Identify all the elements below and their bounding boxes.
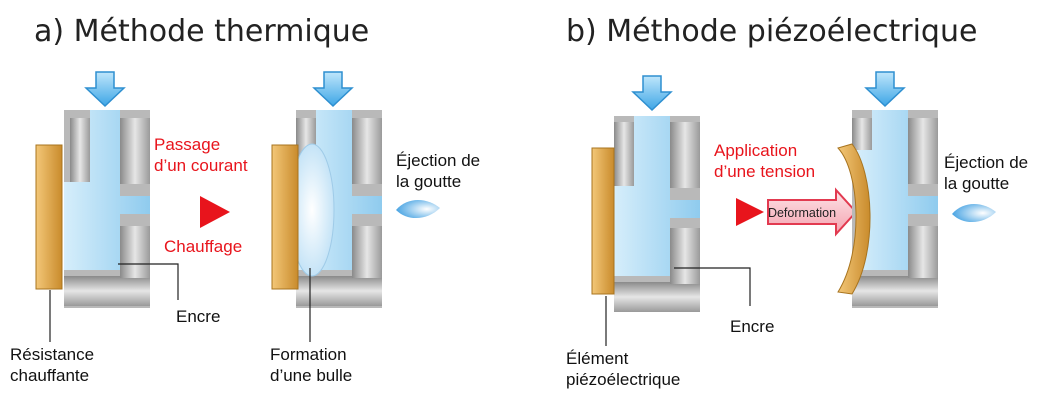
nozzle-b1 <box>591 75 700 312</box>
deformation-arrow: Deformation <box>767 187 858 237</box>
process-arrow-icon <box>200 196 230 228</box>
label-ejection-b: Éjection de la goutte <box>944 153 1029 193</box>
nozzle-a2 <box>271 71 440 308</box>
label-bubble-formation: Formation d’une bulle <box>270 345 353 385</box>
panel-a-title: a) Méthode thermique <box>34 14 370 49</box>
process-arrow-icon <box>736 198 764 226</box>
label-piezo-element: Élément piézoélectrique <box>566 349 681 389</box>
droplet-icon <box>396 200 440 219</box>
label-voltage-application: Application d’une tension <box>714 141 816 181</box>
label-current-passage: Passage d’un courant <box>154 135 248 175</box>
label-ink-b: Encre <box>730 317 775 336</box>
ink-supply-arrow-icon <box>312 71 354 108</box>
ink-supply-arrow-icon <box>84 71 126 108</box>
leader-lines-a <box>49 263 311 342</box>
droplet-icon <box>952 204 996 223</box>
ink-supply-arrow-icon <box>631 75 673 112</box>
panel-b-title: b) Méthode piézoélectrique <box>566 14 978 49</box>
nozzle-a1 <box>35 71 150 308</box>
leader-lines-b <box>605 267 751 346</box>
label-heating: Chauffage <box>164 237 243 256</box>
deformation-label: Deformation <box>768 206 836 220</box>
ink-supply-arrow-icon <box>864 71 906 108</box>
nozzle-b2 <box>837 71 996 308</box>
label-ink-a: Encre <box>176 307 221 326</box>
deformed-piezo-element <box>837 143 871 295</box>
label-ejection-a: Éjection de la goutte <box>396 151 481 191</box>
label-heating-resistor: Résistance chauffante <box>10 345 95 385</box>
